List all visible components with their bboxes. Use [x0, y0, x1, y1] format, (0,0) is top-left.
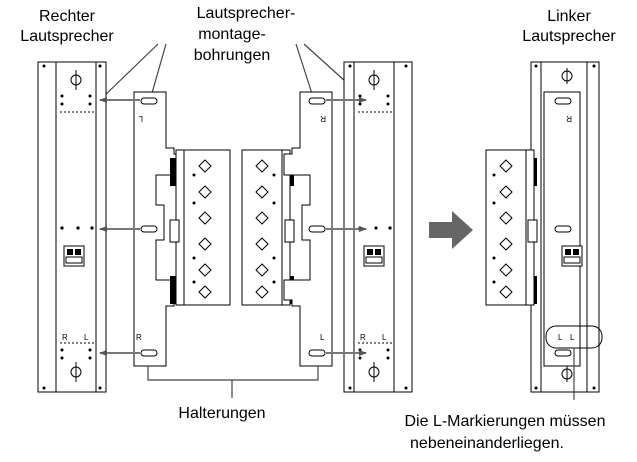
bracket-l-mark-bottom: R — [136, 333, 142, 342]
center-plate-left — [169, 149, 231, 306]
right-speaker-label-line2: Lautsprecher — [20, 28, 114, 45]
bracket-r-mark-top: R — [320, 114, 326, 123]
right-speaker-label-line1: Rechter — [39, 8, 96, 25]
assembled-mark-top: R — [566, 114, 572, 123]
right-speaker-mark-l: L — [84, 333, 89, 342]
mounting-holes-label-line1: Lautsprecher- — [197, 5, 296, 22]
right-speaker-back-panel: R L — [37, 61, 107, 393]
note-label-line1: Die L-Markierungen müssen — [405, 413, 606, 430]
left-speaker-mark-l: L — [382, 333, 387, 342]
brackets-brace — [147, 366, 319, 398]
left-speaker-label-line1: Linker — [547, 8, 591, 25]
note-label-line2: nebeneinanderliegen. — [410, 435, 564, 452]
assembled-mark-l1: L — [558, 333, 563, 342]
mounting-arrows — [99, 97, 367, 356]
right-speaker-mark-r: R — [62, 333, 68, 342]
left-speaker-back-panel: R L — [343, 61, 413, 393]
mounting-holes-label-line2: montage- — [198, 26, 266, 43]
bracket-r-mark-bottom: L — [320, 333, 325, 342]
brackets-label: Halterungen — [178, 405, 265, 422]
bracket-r: R L — [283, 91, 333, 367]
bracket-l-mark-top: L — [138, 114, 143, 123]
assembled-mark-l2: L — [570, 333, 575, 342]
next-step-arrow-icon — [429, 211, 473, 249]
left-speaker-mark-r: R — [360, 333, 366, 342]
left-speaker-label-line2: Lautsprecher — [522, 28, 616, 45]
mounting-holes-label-line3: bohrungen — [194, 47, 271, 64]
assembled-speaker: R L L — [530, 61, 603, 400]
assembled-center-plate — [485, 149, 538, 306]
